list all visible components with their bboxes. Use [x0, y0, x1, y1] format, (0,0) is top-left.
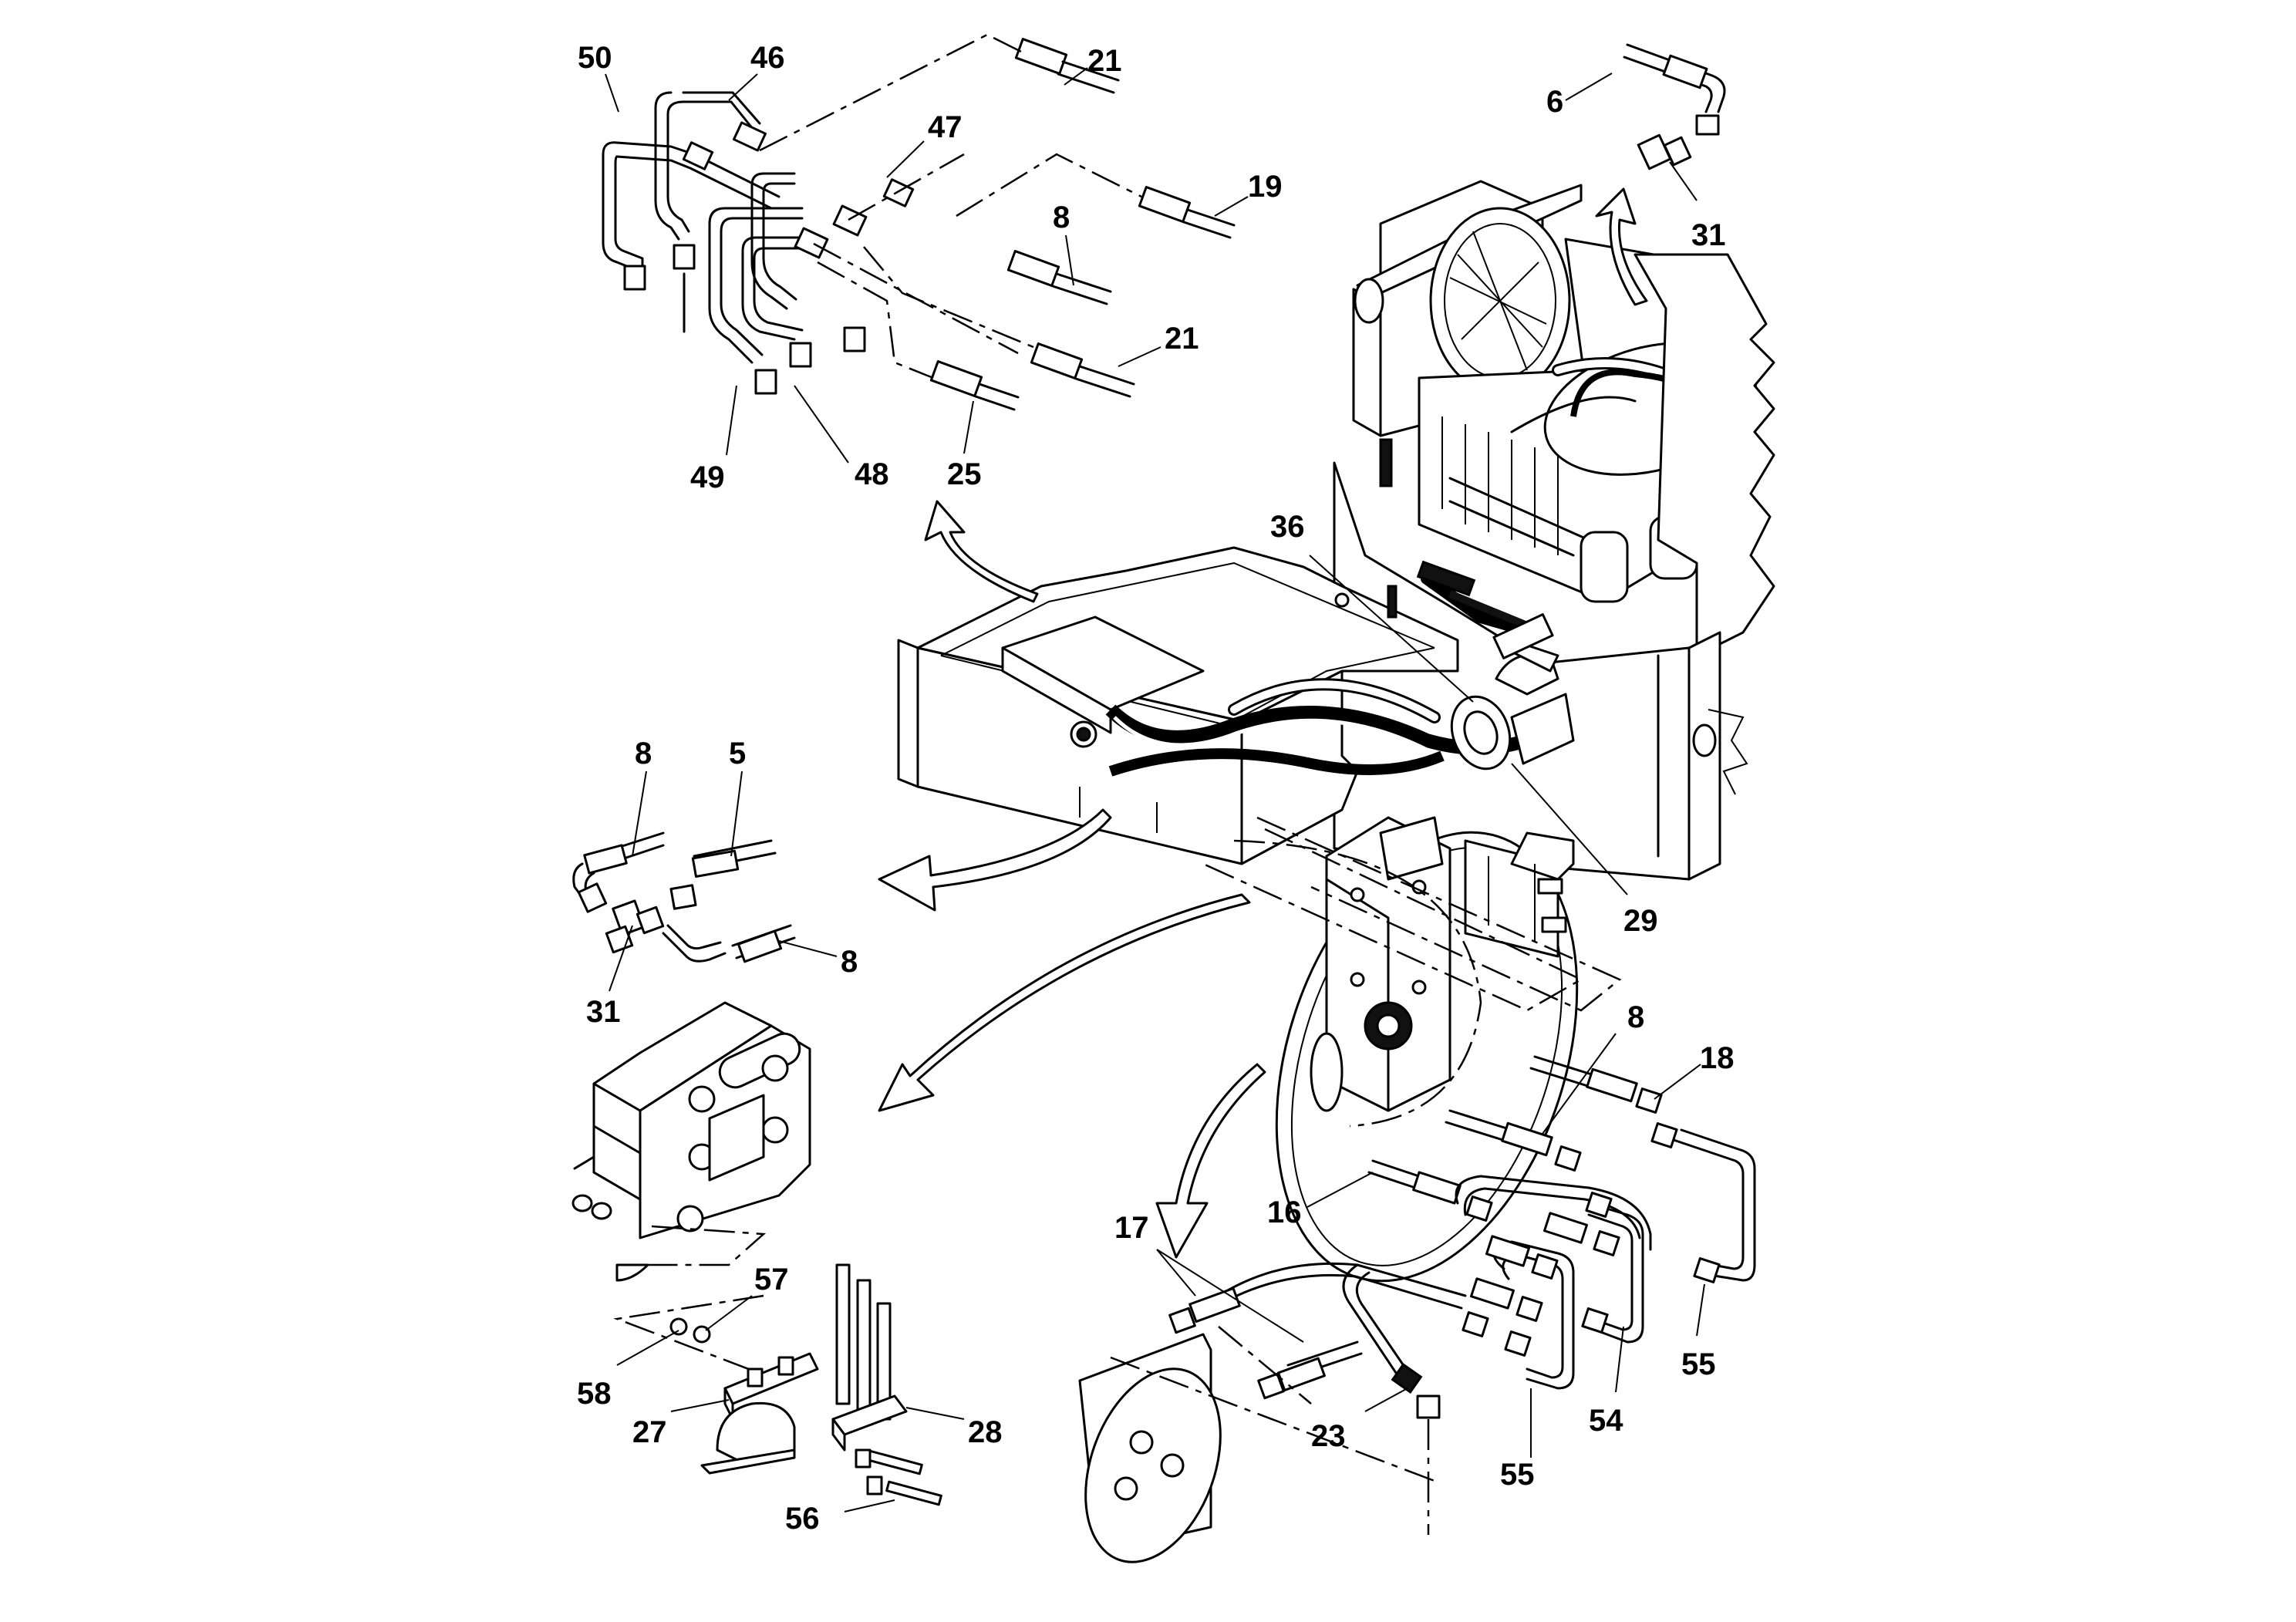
callout-5: 5 [729, 737, 746, 771]
callout-31: 31 [1691, 218, 1726, 252]
hose-21-mid [1030, 342, 1135, 398]
engine-cooler-assembly [1333, 180, 1775, 881]
hose-21-top [1014, 38, 1120, 94]
callout-19: 19 [1248, 170, 1283, 204]
callout-labels: 50 46 21 47 19 8 21 49 48 25 6 31 36 29 … [577, 41, 1735, 1536]
drum-motor-assembly [1275, 816, 1579, 1283]
callout-8: 8 [1053, 201, 1070, 234]
callout-27: 27 [632, 1415, 667, 1449]
callout-23: 23 [1311, 1419, 1346, 1453]
callout-31: 31 [586, 995, 621, 1029]
callout-8: 8 [635, 737, 652, 771]
callout-46: 46 [750, 41, 785, 75]
tee-fitting-assembly [572, 831, 796, 963]
callout-49: 49 [690, 460, 725, 494]
hose-6-assembly [1623, 43, 1726, 170]
callout-25: 25 [947, 457, 982, 491]
hose-25 [929, 360, 1020, 411]
callout-47: 47 [928, 110, 963, 144]
callout-58: 58 [577, 1377, 612, 1411]
callout-50: 50 [578, 41, 612, 75]
callout-29: 29 [1623, 904, 1658, 938]
callout-17: 17 [1114, 1211, 1149, 1245]
bottom-left-hardware [613, 1263, 942, 1506]
top-left-tube-assembly [602, 33, 1236, 411]
bottom-right-hose-group [1078, 1055, 1756, 1563]
callout-21: 21 [1165, 322, 1199, 356]
callout-18: 18 [1700, 1041, 1735, 1075]
direction-arrows [878, 500, 1266, 1259]
leader-lines [605, 67, 1705, 1512]
callout-57: 57 [754, 1263, 789, 1297]
dashed-outlines [1202, 816, 1622, 1128]
callout-55: 55 [1500, 1458, 1535, 1492]
main-tank-box [897, 546, 1575, 865]
counterweight-block [571, 1001, 811, 1282]
callout-54: 54 [1589, 1404, 1623, 1438]
callout-6: 6 [1546, 85, 1563, 119]
callout-36: 36 [1270, 510, 1305, 544]
callout-16: 16 [1267, 1195, 1302, 1229]
callout-8: 8 [1627, 1000, 1644, 1034]
callout-28: 28 [968, 1415, 1003, 1449]
callout-56: 56 [785, 1502, 820, 1536]
callout-21: 21 [1087, 44, 1122, 78]
hose-19 [1138, 186, 1236, 239]
callout-8: 8 [841, 945, 858, 979]
hose-8-top [1006, 250, 1112, 305]
callout-48: 48 [855, 457, 889, 491]
callout-55: 55 [1681, 1347, 1716, 1381]
